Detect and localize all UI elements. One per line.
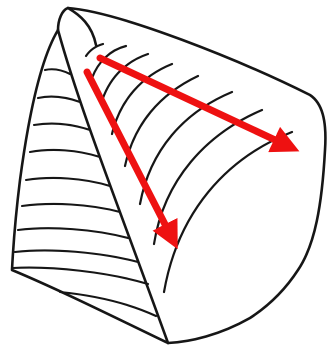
top-bevel [68, 8, 96, 45]
end-grain-line [22, 204, 120, 212]
end-grain-line [60, 292, 156, 316]
end-grain-line [26, 178, 110, 186]
end-grain-line [38, 97, 80, 102]
end-grain-line [45, 69, 70, 74]
end-grain-line [34, 124, 90, 130]
growth-ring [86, 44, 103, 56]
end-grain-line [18, 228, 128, 238]
growth-ring [164, 132, 292, 292]
growth-rings [86, 44, 292, 292]
block-outline [12, 8, 325, 343]
end-grain-line [30, 150, 100, 157]
face-edge [58, 30, 168, 343]
end-grain-line [15, 250, 138, 262]
end-grain-line [13, 268, 148, 284]
